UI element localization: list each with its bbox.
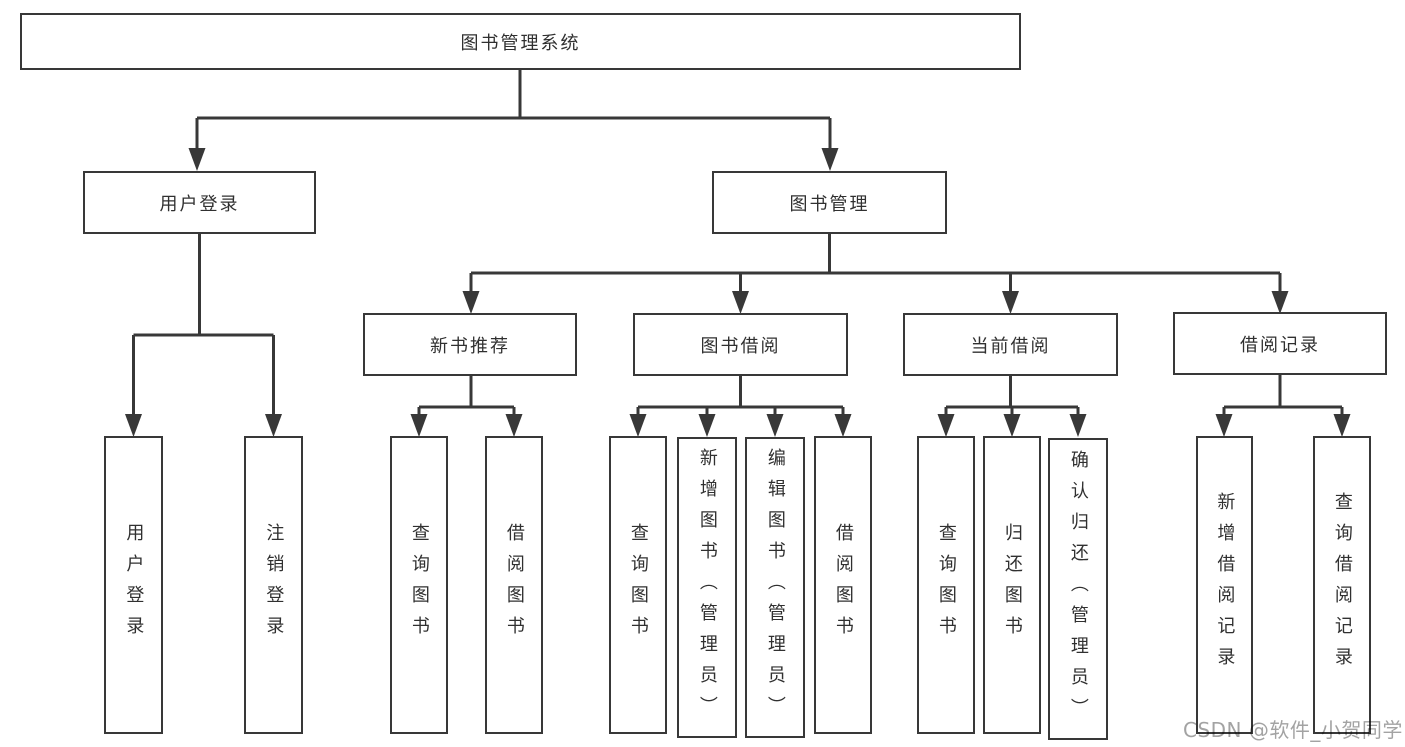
node-label: 新增借阅记录 <box>1214 492 1236 678</box>
arrowhead-icon <box>766 414 784 437</box>
node-borrowing-records: 借阅记录 <box>1173 312 1387 375</box>
arrowhead-icon <box>1069 414 1087 437</box>
leaf-borrow-query-books: 查询图书 <box>609 436 667 734</box>
node-library-system: 图书管理系统 <box>20 13 1021 70</box>
node-current-borrowing: 当前借阅 <box>903 313 1118 376</box>
leaf-newrec-query-books: 查询图书 <box>390 436 448 734</box>
connector-user-login-to-leaves <box>125 234 282 437</box>
arrowhead-icon <box>1002 291 1019 314</box>
connector-line <box>417 376 516 420</box>
csdn-watermark: CSDN @软件_小贺同学 <box>1183 718 1403 742</box>
arrowhead-icon <box>125 414 142 437</box>
leaf-borrow-add-books-admin: 新增图书（管理员） <box>677 437 737 738</box>
node-label: 注销登录 <box>263 523 285 647</box>
node-book-borrowing: 图书借阅 <box>633 313 848 376</box>
arrowhead-icon <box>188 148 206 171</box>
node-label: 用户登录 <box>159 193 240 215</box>
leaf-records-add-record: 新增借阅记录 <box>1196 436 1253 734</box>
arrowhead-icon <box>462 291 480 314</box>
arrowhead-icon <box>1333 414 1351 437</box>
node-label: 借阅图书 <box>832 523 854 647</box>
node-label: 借阅图书 <box>503 523 525 647</box>
node-label: 借阅记录 <box>1240 334 1320 356</box>
arrowhead-icon <box>1215 414 1233 437</box>
connector-borrowing-records-to-leaves <box>1215 375 1351 437</box>
arrowhead-icon <box>265 414 282 437</box>
leaf-current-confirm-return-admin: 确认归还（管理员） <box>1048 438 1108 740</box>
node-label: 查询图书 <box>627 523 649 647</box>
connector-line <box>195 70 832 155</box>
node-book-management: 图书管理 <box>712 171 947 234</box>
node-label: 确认归还（管理员） <box>1067 449 1089 729</box>
node-label: 编辑图书（管理员） <box>764 448 786 727</box>
arrowhead-icon <box>821 148 839 171</box>
node-new-book-recommend: 新书推荐 <box>363 313 577 376</box>
node-label: 新书推荐 <box>430 335 510 357</box>
connector-line <box>944 376 1080 420</box>
leaf-user-login: 用户登录 <box>104 436 163 734</box>
node-label: 图书管理 <box>789 193 870 215</box>
connector-current-borrowing-to-leaves <box>937 376 1087 437</box>
node-label: 查询图书 <box>935 523 957 647</box>
node-label: 查询借阅记录 <box>1331 492 1353 678</box>
node-user-login: 用户登录 <box>83 171 316 234</box>
arrowhead-icon <box>505 414 523 437</box>
node-label: 用户登录 <box>123 523 145 647</box>
arrowhead-icon <box>629 414 647 437</box>
connector-line <box>469 234 1282 298</box>
node-label: 图书借阅 <box>700 335 781 357</box>
connector-line <box>132 234 275 420</box>
arrowhead-icon <box>698 414 716 437</box>
connector-book-management-to-level3 <box>462 234 1289 314</box>
connector-root-to-level2 <box>188 70 839 171</box>
leaf-borrow-edit-books-admin: 编辑图书（管理员） <box>745 437 805 738</box>
leaf-newrec-borrow-books: 借阅图书 <box>485 436 543 734</box>
leaf-current-query-books: 查询图书 <box>917 436 975 734</box>
node-label: 图书管理系统 <box>460 32 581 54</box>
leaf-current-return-books: 归还图书 <box>983 436 1041 734</box>
node-label: 归还图书 <box>1001 523 1023 647</box>
connector-new-book-recommend-to-leaves <box>410 376 523 437</box>
arrowhead-icon <box>1271 291 1289 314</box>
leaf-records-query-record: 查询借阅记录 <box>1313 436 1371 734</box>
connector-book-borrowing-to-leaves <box>629 376 852 437</box>
arrowhead-icon <box>410 414 428 437</box>
connector-line <box>1222 375 1344 420</box>
leaf-logout: 注销登录 <box>244 436 303 734</box>
arrowhead-icon <box>937 414 955 437</box>
node-label: 当前借阅 <box>970 335 1051 357</box>
arrowhead-icon <box>834 414 852 437</box>
arrowhead-icon <box>732 291 749 314</box>
node-label: 新增图书（管理员） <box>696 448 718 727</box>
arrowhead-icon <box>1003 414 1021 437</box>
node-label: 查询图书 <box>408 523 430 647</box>
connector-line <box>636 376 845 420</box>
leaf-borrow-borrow-books: 借阅图书 <box>814 436 872 734</box>
